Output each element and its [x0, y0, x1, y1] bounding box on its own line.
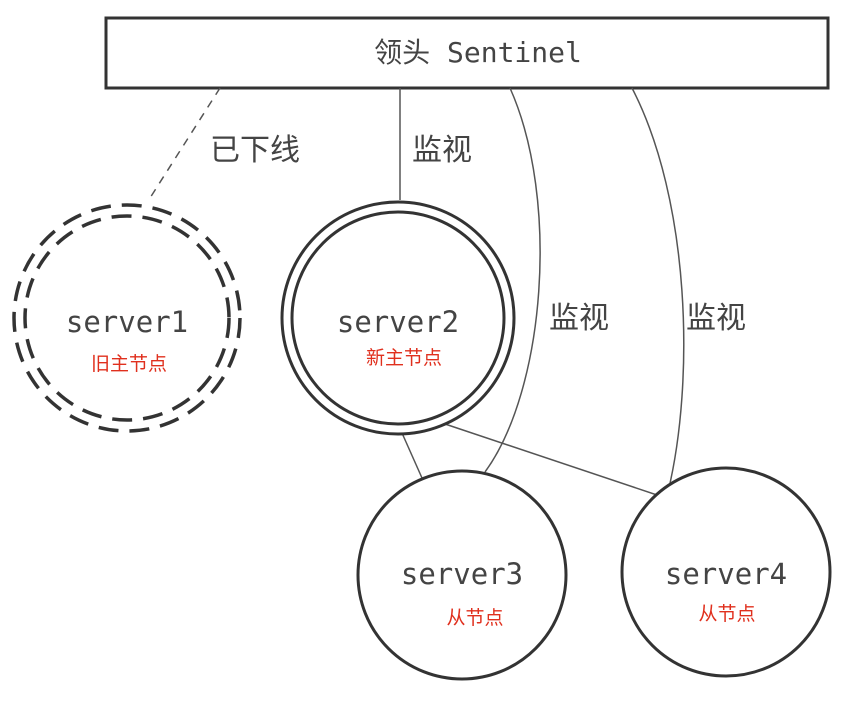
server1-node: server1 旧主节点 — [12, 203, 242, 433]
server1-role: 旧主节点 — [91, 353, 167, 375]
server1-inner-ring — [23, 214, 231, 422]
leader-sentinel-label: 领头 Sentinel — [374, 36, 582, 69]
monitor-link-server3 — [484, 87, 541, 473]
offline-label: 已下线 — [210, 133, 300, 168]
server2-name: server2 — [337, 305, 459, 339]
replication-link-server4 — [444, 423, 661, 497]
server4-circle — [620, 466, 832, 678]
server4-role: 从节点 — [698, 603, 755, 625]
monitor-label-server2: 监视 — [412, 133, 472, 168]
server2-inner-ring — [290, 210, 506, 426]
server3-circle — [356, 469, 568, 681]
server3-name: server3 — [401, 557, 523, 591]
replication-link-server3 — [401, 432, 423, 479]
server4-name: server4 — [665, 557, 787, 591]
monitor-label-server4: 监视 — [686, 301, 746, 336]
monitor-label-server3: 监视 — [549, 301, 609, 336]
leader-sentinel-box: 领头 Sentinel — [104, 16, 830, 90]
server2-outer-ring — [280, 200, 516, 436]
server2-role: 新主节点 — [366, 347, 442, 369]
server2-node: server2 新主节点 — [280, 200, 516, 436]
monitor-link-server4 — [631, 87, 685, 493]
server1-name: server1 — [66, 305, 188, 339]
server1-outer-ring — [12, 203, 242, 433]
server3-node: server3 从节点 — [356, 469, 568, 681]
offline-link — [149, 87, 221, 199]
server4-node: server4 从节点 — [620, 466, 832, 678]
server3-role: 从节点 — [446, 607, 503, 629]
